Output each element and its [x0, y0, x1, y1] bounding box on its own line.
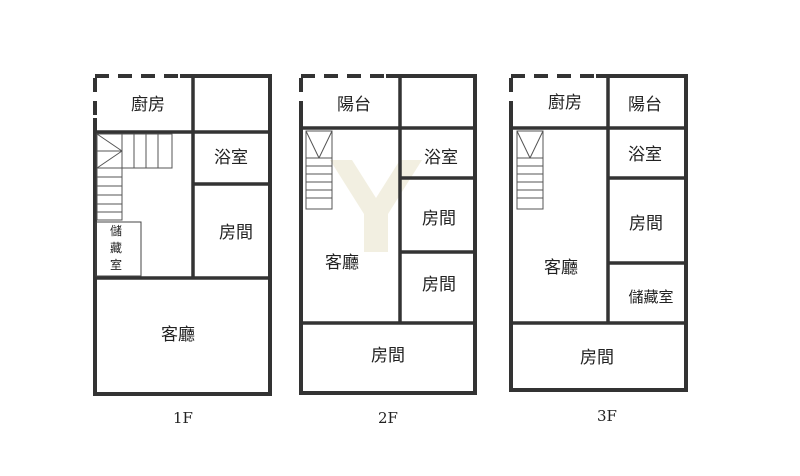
room-label-living: 客廳: [325, 253, 359, 273]
floor-2f: 陽台 浴室 房間 房間 客廳 房間 2F: [299, 74, 477, 427]
room-label-room-b: 房間: [580, 348, 614, 368]
floor-caption-1f: 1F: [173, 409, 193, 427]
room-label-living: 客廳: [544, 258, 578, 278]
room-label-kitchen: 廚房: [548, 92, 582, 113]
room-label-kitchen: 廚房: [131, 94, 165, 115]
outer-wall: [509, 74, 688, 392]
outer-wall: [93, 74, 272, 396]
room-label-room-a: 房間: [422, 209, 456, 229]
floor-3f: 廚房 陽台 浴室 房間 儲藏室 客廳 房間 3F: [509, 74, 688, 425]
floor-caption-2f: 2F: [378, 409, 398, 427]
room-label-living: 客廳: [161, 325, 195, 345]
room-label-balcony: 陽台: [628, 95, 662, 115]
room-label-room-a: 房間: [629, 214, 663, 234]
room-label-storage-1: 儲: [110, 224, 122, 238]
staircase-icon: [516, 130, 544, 210]
storage-closet: [95, 221, 142, 277]
staircase-icon: [96, 133, 173, 221]
room-label-balcony: 陽台: [337, 95, 371, 115]
room-label-room: 房間: [219, 223, 253, 243]
room-label-room-b: 房間: [422, 275, 456, 295]
outer-wall: [299, 74, 477, 395]
room-label-bath: 浴室: [628, 145, 662, 165]
room-label-room-c: 房間: [371, 346, 405, 366]
floor-1f: 廚房 浴室 房間 儲 藏 室 客廳 1F: [93, 74, 272, 427]
room-label-bath: 浴室: [424, 148, 458, 168]
room-label-storage-3: 室: [110, 257, 122, 272]
room-label-bath: 浴室: [214, 148, 248, 168]
floor-caption-3f: 3F: [597, 407, 617, 425]
room-label-storage: 儲藏室: [628, 288, 673, 306]
room-label-storage-2: 藏: [110, 241, 122, 255]
staircase-icon: [305, 130, 333, 210]
watermark-logo-icon: [330, 160, 422, 252]
